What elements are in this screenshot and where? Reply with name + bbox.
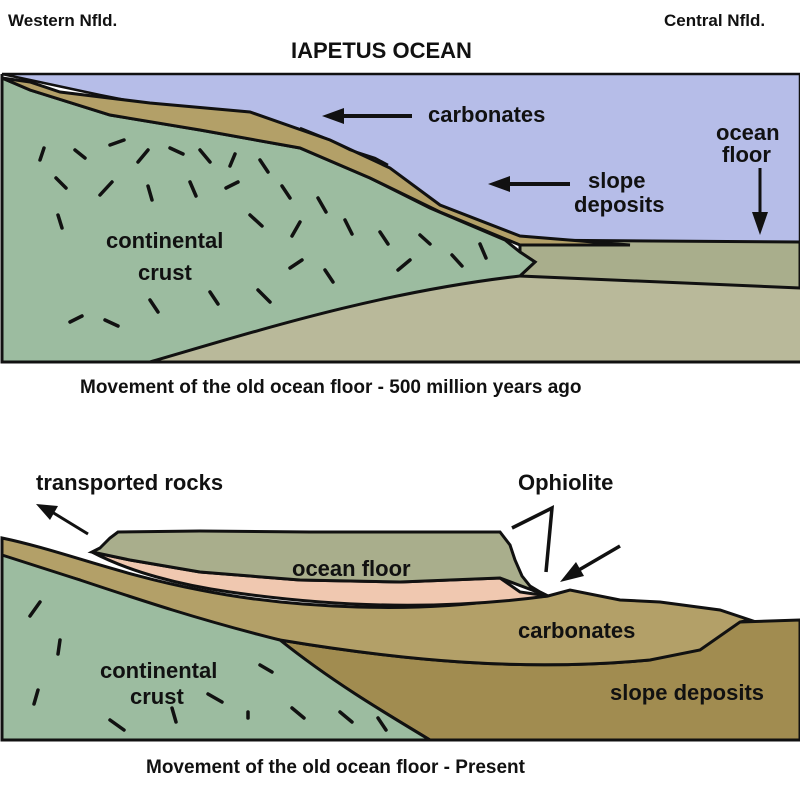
top-caption: Movement of the old ocean floor - 500 mi… <box>80 377 582 398</box>
transported-rocks-arrow <box>36 504 89 536</box>
carbonates-label-bottom: carbonates <box>518 618 636 643</box>
ocean-floor-label-top-2: floor <box>722 142 771 167</box>
carbonate-platform <box>1 76 631 247</box>
western-nfld-label: Western Nfld. <box>8 11 118 30</box>
top-cross-section <box>0 72 800 364</box>
central-nfld-label: Central Nfld. <box>664 11 766 30</box>
slope-label-top-2: deposits <box>574 192 665 217</box>
ocean-floor-slab <box>87 529 549 598</box>
ocean-floor-label-top-1: ocean <box>716 120 780 145</box>
carbonates-arrow <box>322 108 412 124</box>
ocean-floor-label-bottom: ocean floor <box>292 556 411 581</box>
ophiolite-label: Ophiolite <box>518 470 614 495</box>
slope-deposits-arrow <box>488 176 570 192</box>
slope-deposits-label-bottom: slope deposits <box>610 680 765 705</box>
carbonates-label-top: carbonates <box>428 102 546 127</box>
slope-label-top-1: slope <box>588 168 646 193</box>
ophiolite-pointer <box>511 505 621 582</box>
shelf-edge <box>299 126 389 167</box>
crust-label-top-2: crust <box>138 260 192 285</box>
crust-label-bottom-2: crust <box>130 684 184 709</box>
transported-rocks-label: transported rocks <box>36 470 224 495</box>
crust-texture-bottom <box>28 600 388 732</box>
crust-label-top-1: continental <box>106 228 224 253</box>
bottom-caption: Movement of the old ocean floor - Presen… <box>146 757 525 778</box>
crust-texture <box>38 138 488 328</box>
continental-crust-bottom <box>0 552 436 742</box>
ocean-floor-arrow <box>752 168 768 235</box>
crust-label-bottom-1: continental <box>100 658 218 683</box>
ocean-basement <box>150 276 800 362</box>
diagram-title: IAPETUS OCEAN <box>291 38 472 63</box>
